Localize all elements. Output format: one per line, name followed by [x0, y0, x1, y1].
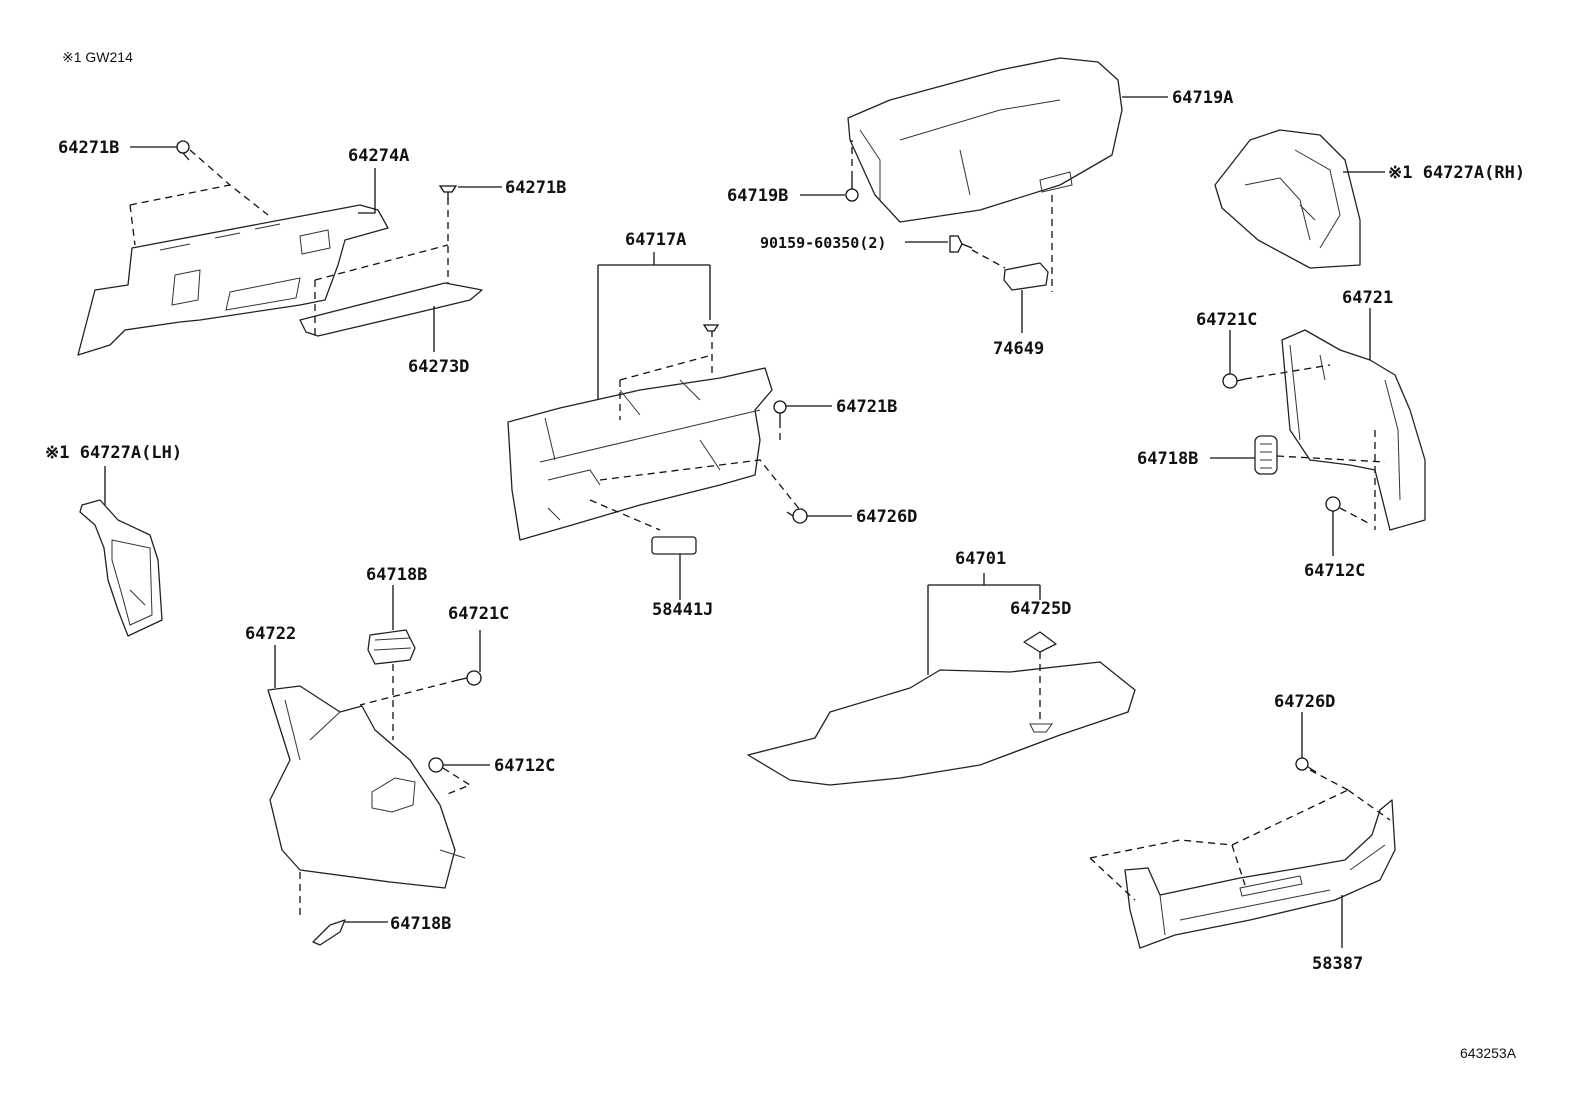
label-64721C-a: 64721C [1196, 310, 1257, 330]
fastener-64717A-clip[interactable] [702, 324, 720, 332]
label-64712C-b: 64712C [494, 756, 555, 776]
fastener-64271B-a[interactable] [176, 140, 190, 161]
part-64722-quarter-trim[interactable] [267, 685, 466, 889]
label-64727A-LH: ※1 64727A(LH) [45, 443, 182, 463]
label-64718B-c: 64718B [390, 914, 451, 934]
label-64721C-b: 64721C [448, 604, 509, 624]
label-64271B-b: 64271B [505, 178, 566, 198]
part-74649-handle[interactable] [1003, 262, 1049, 291]
part-64727A-RH-cover[interactable] [1214, 129, 1361, 269]
fastener-90159-60350[interactable] [949, 235, 973, 253]
label-64273D: 64273D [408, 357, 469, 377]
label-64718B-b: 64718B [366, 565, 427, 585]
label-90159-60350: 90159-60350(2) [760, 234, 886, 252]
part-64727A-LH-cover[interactable] [79, 499, 163, 637]
part-64274A-panel[interactable] [77, 204, 389, 356]
label-58441J: 58441J [652, 600, 713, 620]
part-64725D-tag[interactable] [1023, 631, 1057, 653]
fastener-64718B-a[interactable] [1254, 435, 1278, 475]
label-64726D-a: 64726D [856, 507, 917, 527]
label-64717A: 64717A [625, 230, 686, 250]
label-64701: 64701 [955, 549, 1006, 569]
fastener-64721C-a[interactable] [1222, 373, 1246, 389]
part-64719A-lid-liner[interactable] [847, 57, 1123, 223]
part-58441J-pad[interactable] [651, 536, 697, 555]
label-64274A: 64274A [348, 146, 409, 166]
fastener-64718B-b[interactable] [367, 629, 416, 665]
fastener-64721C-b[interactable] [457, 670, 482, 686]
fastener-64719B[interactable] [845, 178, 859, 202]
label-64726D-b: 64726D [1274, 692, 1335, 712]
part-58387-sill-plate[interactable] [1124, 799, 1396, 949]
part-64273D-strip[interactable] [299, 282, 483, 337]
fastener-64718B-c[interactable] [312, 919, 346, 946]
label-64721B: 64721B [836, 397, 897, 417]
footnote-label: ※1 GW214 [62, 49, 133, 65]
label-58387: 58387 [1312, 954, 1363, 974]
label-64725D: 64725D [1010, 599, 1071, 619]
label-64718B-a: 64718B [1137, 449, 1198, 469]
fastener-64271B-b[interactable] [438, 185, 458, 200]
label-64727A-RH: ※1 64727A(RH) [1388, 163, 1525, 183]
fastener-64721B[interactable] [773, 400, 787, 421]
diagram-id: 643253A [1460, 1045, 1517, 1061]
label-64719A: 64719A [1172, 88, 1233, 108]
label-64721: 64721 [1342, 288, 1393, 308]
label-74649: 74649 [993, 339, 1044, 359]
part-64701-trunk-mat[interactable] [747, 661, 1136, 786]
fastener-64726D-a[interactable] [786, 508, 808, 524]
label-64271B-a: 64271B [58, 138, 119, 158]
label-64719B: 64719B [727, 186, 788, 206]
part-64717A-panel[interactable] [507, 367, 773, 541]
fastener-64712C-a[interactable] [1325, 496, 1341, 512]
fastener-64712C-b[interactable] [428, 757, 444, 773]
label-64712C-a: 64712C [1304, 561, 1365, 581]
label-64722: 64722 [245, 624, 296, 644]
fastener-64726D-b[interactable] [1295, 757, 1317, 773]
part-64721-side-trim[interactable] [1281, 329, 1426, 531]
